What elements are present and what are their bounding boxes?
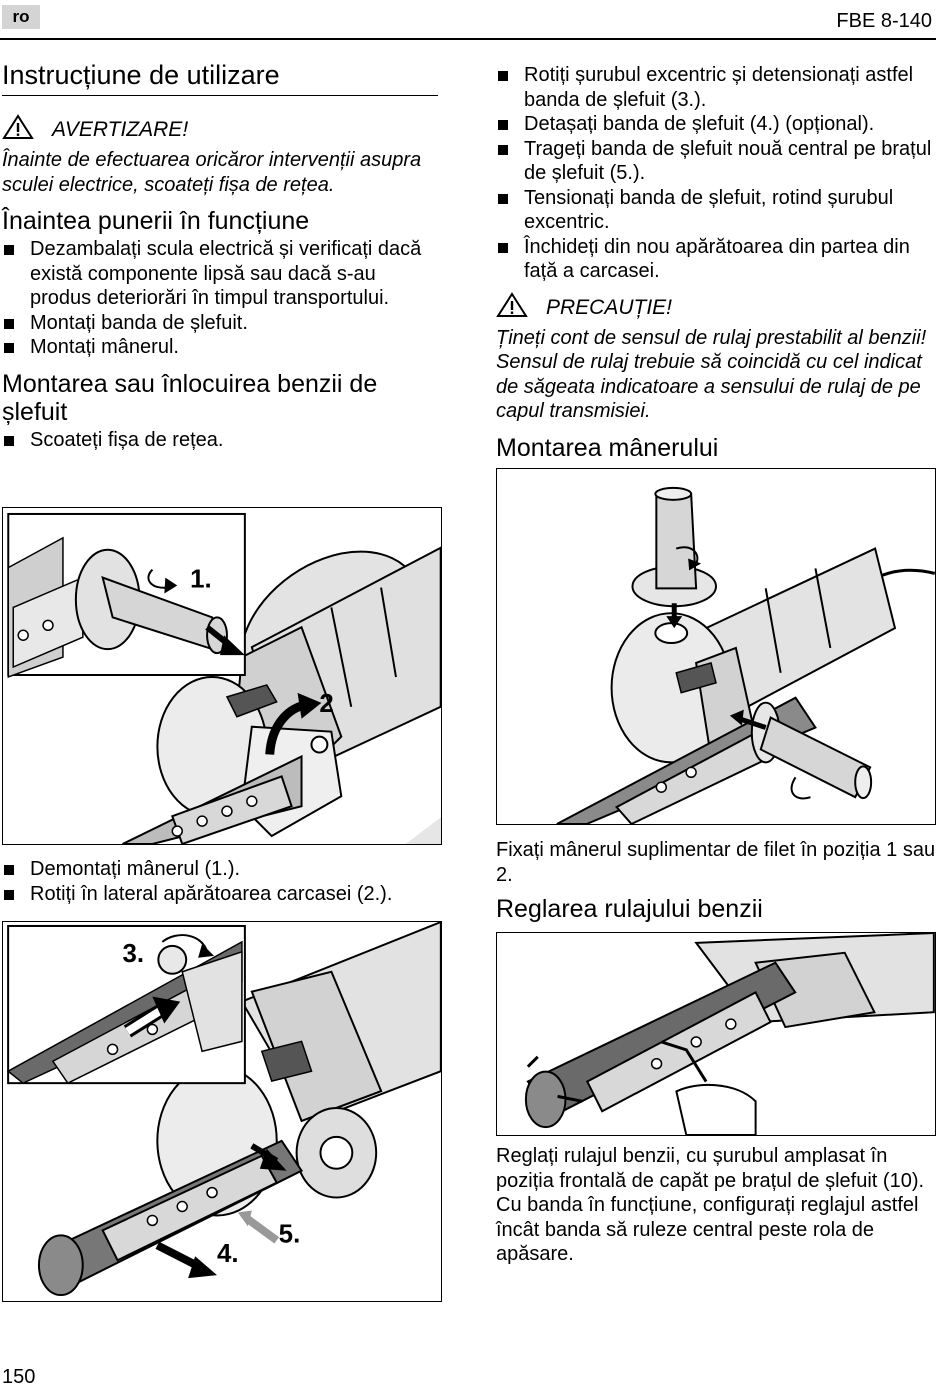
warning-label: AVERTIZARE! bbox=[52, 118, 189, 141]
right-column: Rotiți șurubul excentric și detensionați… bbox=[496, 63, 936, 464]
page-title: Instrucțiune de utilizare bbox=[2, 60, 438, 96]
section-heading-handle: Montarea mânerului bbox=[496, 433, 719, 462]
list-item: Închideți din nou apărătoarea din partea… bbox=[496, 235, 936, 284]
header-rule bbox=[0, 38, 936, 40]
before-use-list: Dezambalați scula electrică și verificaț… bbox=[2, 237, 442, 360]
caution-icon bbox=[496, 291, 528, 324]
figure2-label-4: 4. bbox=[217, 1240, 239, 1268]
caution-label: PRECAUȚIE! bbox=[546, 295, 673, 319]
warning-heading: AVERTIZARE! bbox=[2, 114, 442, 146]
caution-heading: PRECAUȚIE! bbox=[496, 291, 936, 324]
figure1-label-1: 1. bbox=[190, 566, 212, 594]
warning-icon bbox=[2, 114, 34, 146]
section-heading-belt-mounting: Montarea sau înlocuirea benzii de șlefui… bbox=[2, 369, 378, 426]
list-item: Rotiți în lateral apărătoarea carcasei (… bbox=[2, 882, 442, 907]
belt-mounting-list: Scoateți fișa de rețea. bbox=[2, 428, 442, 453]
list-item: Scoateți fișa de rețea. bbox=[2, 428, 442, 453]
belt-mounting-list-2: Demontați mânerul (1.). Rotiți în latera… bbox=[2, 857, 442, 906]
figure-belt-tracking bbox=[496, 932, 936, 1136]
belt-tracking-text: Reglați rulajul benzii, cu șurubul ampla… bbox=[496, 1145, 925, 1265]
left-column: Instrucțiune de utilizare AVERTIZARE! În… bbox=[2, 60, 442, 452]
figure2-label-3: 3. bbox=[123, 940, 145, 968]
figure2-label-5: 5. bbox=[279, 1220, 301, 1248]
figure-handle-mounting bbox=[496, 468, 936, 825]
figure-remove-handle: 2 1. bbox=[2, 507, 442, 845]
figure-belt-tracking-drawing bbox=[524, 933, 935, 1135]
figure-change-belt: 4. 5. 3. bbox=[2, 921, 442, 1302]
list-item: Trageți banda de șlefuit nouă central pe… bbox=[496, 137, 936, 186]
list-item: Dezambalați scula electrică și verificaț… bbox=[2, 237, 442, 311]
section-heading-belt-tracking: Reglarea rulajului benzii bbox=[496, 895, 763, 923]
list-item: Demontați mânerul (1.). bbox=[2, 857, 442, 882]
warning-text: Înainte de efectuarea oricăror intervenț… bbox=[2, 149, 422, 196]
model-name: FBE 8-140 bbox=[836, 10, 932, 32]
handle-text: Fixați mânerul suplimentar de filet în p… bbox=[496, 839, 936, 886]
caution-text: Țineți cont de sensul de rulaj prestabil… bbox=[496, 326, 927, 423]
language-badge: ro bbox=[2, 5, 40, 29]
list-item: Montați banda de șlefuit. bbox=[2, 311, 442, 336]
list-item: Detașați banda de șlefuit (4.) (opțional… bbox=[496, 112, 936, 137]
figure-handle-mounting-drawing bbox=[556, 486, 935, 824]
figure1-label-2: 2 bbox=[319, 690, 333, 718]
figure-change-belt-drawing: 4. 5. 3. bbox=[6, 922, 441, 1297]
page-number: 150 bbox=[2, 1366, 36, 1388]
list-item: Tensionați banda de șlefuit, rotind șuru… bbox=[496, 186, 936, 235]
figure-remove-handle-drawing: 2 1. bbox=[7, 512, 441, 844]
list-item: Rotiți șurubul excentric și detensionați… bbox=[496, 63, 936, 112]
list-item: Montați mânerul. bbox=[2, 335, 442, 360]
section-heading-before-use: Înaintea punerii în funcțiune bbox=[2, 207, 310, 235]
belt-change-steps: Rotiți șurubul excentric și detensionați… bbox=[496, 63, 936, 284]
